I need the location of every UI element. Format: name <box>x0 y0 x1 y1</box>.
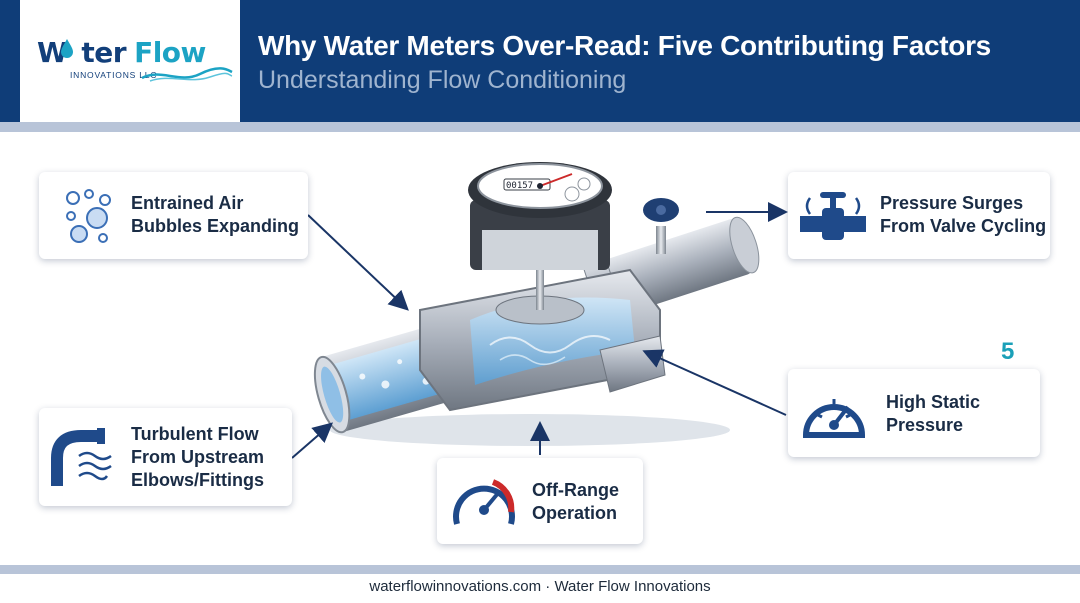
factor-label-line: Pressure Surges <box>880 193 1024 213</box>
page-title: Why Water Meters Over-Read: Five Contrib… <box>258 30 991 61</box>
valve-icon <box>800 192 866 240</box>
meter-readout: 00157 <box>506 181 533 191</box>
page-subtitle: Understanding Flow Conditioning <box>258 66 627 94</box>
factor-card-offrange: Off-Range Operation <box>437 458 643 544</box>
factor-label-line: High Static <box>886 392 981 412</box>
factor-label-turbulent: Turbulent Flow From Upstream Elbows/Fitt… <box>131 423 264 492</box>
logo-word-flow: Flow <box>134 36 206 69</box>
factor-label-static: High Static Pressure <box>886 391 980 437</box>
top-divider <box>0 122 1080 132</box>
factor-label-air: Entrained Air Bubbles Expanding <box>131 192 299 238</box>
factor-card-turbulent: Turbulent Flow From Upstream Elbows/Fitt… <box>39 408 292 506</box>
water-meter-illustration: 00157 <box>313 162 760 446</box>
factor-label-line: Off-Range <box>532 480 619 500</box>
factor-number: 5 <box>1001 338 1015 365</box>
elbow-pipe-icon <box>51 428 112 486</box>
factor-label-line: Entrained Air <box>131 193 244 213</box>
factor-card-air: Entrained Air Bubbles Expanding <box>39 172 308 259</box>
bottom-divider <box>0 565 1080 574</box>
footer-text: waterflowinnovations.com · Water Flow In… <box>369 578 711 595</box>
factor-label-line: From Upstream <box>131 447 265 467</box>
logo-subtitle: INNOVATIONS LLC <box>70 70 158 80</box>
factor-label-offrange: Off-Range Operation <box>532 479 619 525</box>
factor-label-line: Pressure <box>886 415 964 435</box>
factor-card-surge: Pressure Surges From Valve Cycling <box>788 172 1050 259</box>
factor-label-line: Elbows/Fittings <box>131 470 264 490</box>
water-drop-icon <box>61 39 73 58</box>
factor-label-line: Turbulent Flow <box>131 424 259 444</box>
factor-label-line: Bubbles Expanding <box>131 216 300 236</box>
pressure-gauge-icon <box>802 399 866 438</box>
factor-label-line: From Valve Cycling <box>880 216 1047 236</box>
gauge-icon <box>453 479 515 525</box>
logo-word-water: ter <box>81 36 127 69</box>
factor-card-static: High Static Pressure <box>788 369 1040 457</box>
factor-label-line: Operation <box>532 503 618 523</box>
wave-icon <box>141 67 233 82</box>
factor-label-surge: Pressure Surges From Valve Cycling <box>880 192 1046 238</box>
bubbles-icon <box>66 189 111 243</box>
